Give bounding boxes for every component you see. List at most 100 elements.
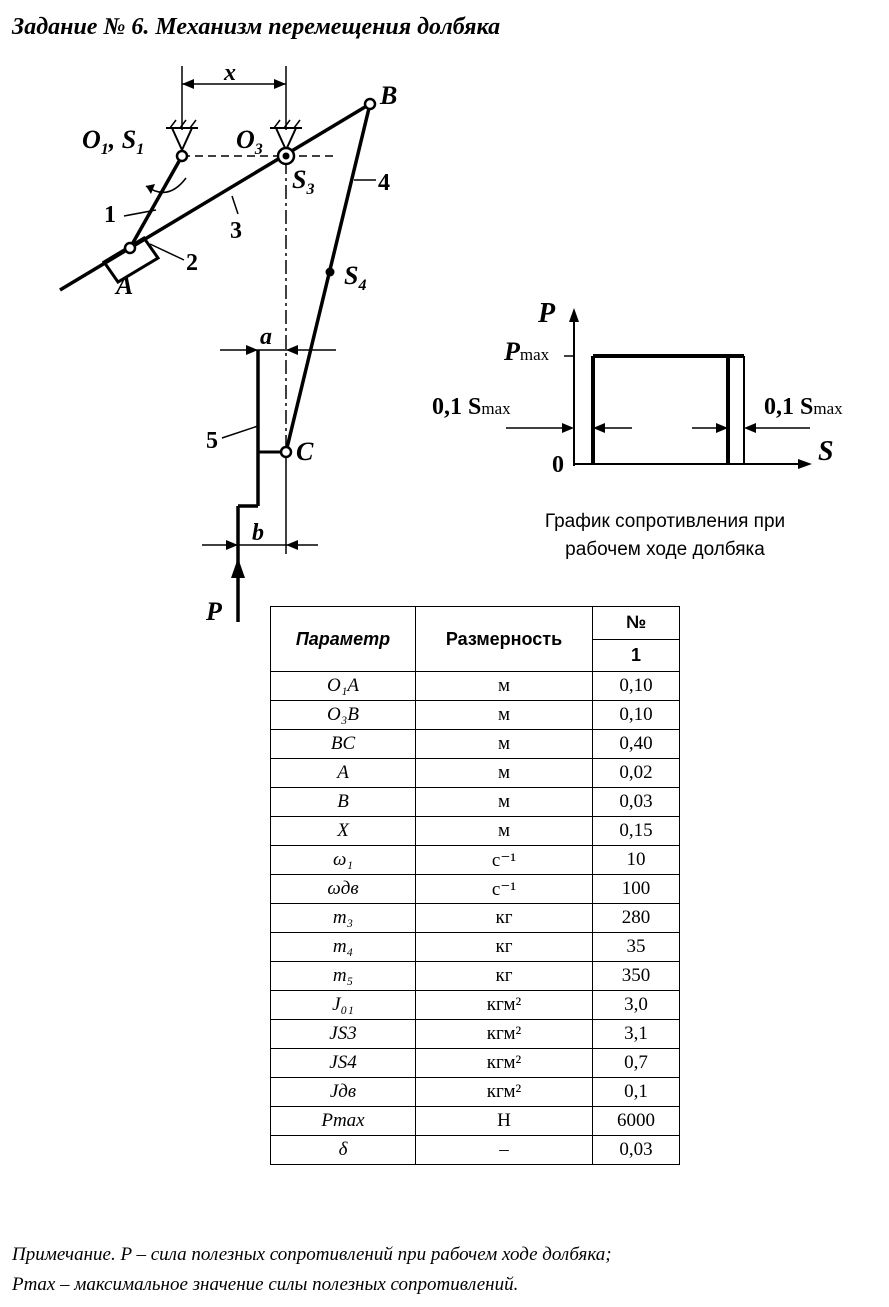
cell-value: 35 — [592, 932, 680, 962]
graph-caption-line-2: рабочем ходе долбяка — [565, 539, 765, 560]
cell-param: BC — [270, 729, 416, 759]
cell-unit: м — [415, 671, 593, 701]
label-c-point: C — [296, 437, 314, 466]
cell-value: 10 — [592, 845, 680, 875]
label-force-p: P — [205, 597, 223, 626]
cell-param: ω₁ — [270, 845, 416, 875]
label-link-5: 5 — [206, 428, 218, 454]
cell-unit: кгм² — [415, 1077, 593, 1107]
table-row: δ–0,03 — [270, 1135, 680, 1165]
cell-param: Jдв — [270, 1077, 416, 1107]
label-a-point: A — [114, 271, 133, 300]
joint-o1 — [175, 149, 189, 163]
leader-2 — [149, 243, 185, 261]
cell-unit: Н — [415, 1106, 593, 1136]
graph-pmax-label: Pmax — [503, 337, 550, 366]
cell-param: ωдв — [270, 874, 416, 904]
label-link-1: 1 — [104, 202, 116, 228]
cell-unit: – — [415, 1135, 593, 1165]
point-s4 — [325, 267, 335, 277]
cell-value: 3,0 — [592, 990, 680, 1020]
joint-a — [123, 241, 137, 255]
footnote: Примечание. P – сила полезных сопротивле… — [12, 1240, 882, 1300]
cell-value: 0,7 — [592, 1048, 680, 1078]
cell-value: 100 — [592, 874, 680, 904]
label-link-4: 4 — [378, 170, 390, 196]
graph-right-note: 0,1 Smax — [764, 394, 843, 420]
leader-1 — [123, 209, 157, 217]
cell-value: 0,02 — [592, 758, 680, 788]
page-title: Задание № 6. Механизм перемещения долбяк… — [12, 14, 501, 40]
cell-value: 350 — [592, 961, 680, 991]
label-link-3: 3 — [230, 218, 242, 244]
cell-unit: м — [415, 787, 593, 817]
link-1 — [128, 155, 184, 249]
header-unit: Размерность — [415, 606, 593, 672]
cell-unit: кгм² — [415, 1048, 593, 1078]
cell-unit: м — [415, 758, 593, 788]
cell-value: 0,10 — [592, 700, 680, 730]
label-link-2: 2 — [186, 250, 198, 276]
graph-left-note: 0,1 Smax — [432, 394, 511, 420]
link-4 — [284, 103, 372, 453]
cell-unit: м — [415, 729, 593, 759]
label-b-point: B — [379, 81, 397, 110]
header-variant: 1 — [592, 638, 680, 672]
cell-unit: кг — [415, 932, 593, 962]
cell-param: O₃B — [270, 700, 416, 730]
cell-value: 0,15 — [592, 816, 680, 846]
cell-unit: с⁻¹ — [415, 845, 593, 875]
graph-caption: График сопротивления при рабочем ходе до… — [480, 508, 850, 564]
cell-param: m₄ — [270, 932, 416, 962]
resistance-graph: P Pmax 0,1 Smax 0,1 Smax 0 S — [432, 298, 843, 478]
table-header-row: Параметр Размерность № — [270, 606, 680, 672]
table-header-row-2: 1 — [271, 638, 680, 672]
cell-unit: кг — [415, 903, 593, 933]
cell-unit: м — [415, 700, 593, 730]
header-param: Параметр — [270, 606, 416, 672]
leader-5 — [221, 425, 259, 439]
label-o3: O3 — [236, 125, 263, 158]
header-no: № — [592, 606, 680, 640]
cell-param: Pmax — [270, 1106, 416, 1136]
cell-value: 6000 — [592, 1106, 680, 1136]
cell-param: δ — [270, 1135, 416, 1165]
graph-caption-line-1: График сопротивления при — [544, 511, 786, 532]
cell-param: A — [270, 758, 416, 788]
cell-param: m₅ — [270, 961, 416, 991]
cell-value: 0,1 — [592, 1077, 680, 1107]
cell-unit: кгм² — [415, 990, 593, 1020]
leader-3 — [231, 195, 239, 215]
cell-value: 0,40 — [592, 729, 680, 759]
cell-value: 280 — [592, 903, 680, 933]
mechanism-diagram: x O1, S1 O3 S3 B A C S4 1 2 3 4 5 a b P — [59, 60, 397, 626]
cell-unit: с⁻¹ — [415, 874, 593, 904]
cell-value: 0,03 — [592, 787, 680, 817]
cell-param: B — [270, 787, 416, 817]
cell-unit: м — [415, 816, 593, 846]
cell-value: 0,03 — [592, 1135, 680, 1165]
label-x: x — [223, 60, 236, 86]
label-o1: O1, S1 — [82, 125, 144, 158]
footnote-line-2: Pmax – максимальное значение силы полезн… — [12, 1274, 519, 1295]
label-s4: S4 — [344, 261, 366, 294]
cell-unit: кгм² — [415, 1019, 593, 1049]
graph-y-label: P — [537, 298, 556, 329]
joint-c — [279, 445, 293, 459]
